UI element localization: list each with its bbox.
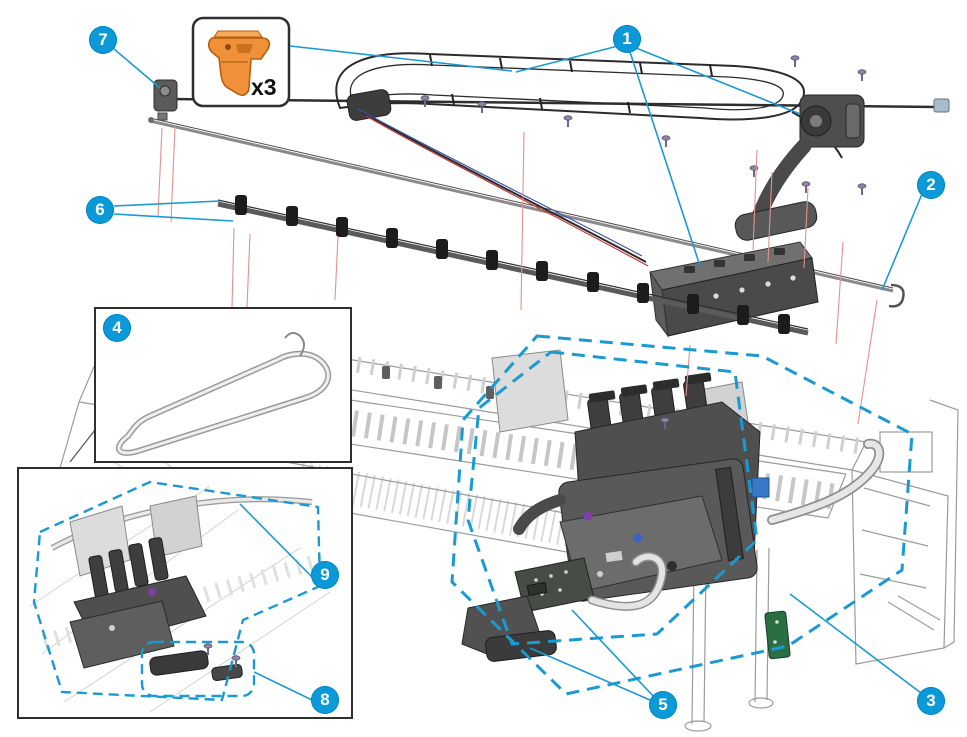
callout-1: 1 (613, 25, 641, 53)
carriage-assembly-drawing (491, 349, 761, 602)
callout-6: 6 (86, 196, 114, 224)
callout-2: 2 (917, 171, 945, 199)
encoder-strip-drawing (217, 195, 809, 336)
dashed-region-outlines (450, 334, 914, 696)
dashed-region-inner (466, 350, 759, 646)
callout-leader-lines (113, 45, 923, 701)
callout-3: 3 (917, 687, 945, 715)
inset-box-carriage (17, 467, 353, 719)
rod-end-connector (933, 98, 950, 113)
inset-box-belt (69, 307, 352, 463)
screw-icons (420, 54, 867, 196)
dashed-region-outer (450, 334, 914, 696)
orange-clip-part (207, 30, 271, 96)
callout-7: 7 (89, 26, 117, 54)
clip-quantity-box (191, 16, 291, 108)
ink-supply-station-drawing (649, 241, 819, 338)
callout-9: 9 (311, 561, 339, 589)
quantity-label: x3 (251, 74, 277, 100)
carriage-top-drawing (734, 94, 865, 241)
callout-8: 8 (311, 686, 339, 714)
pca-and-cutter-drawing (461, 552, 667, 662)
callout-5: 5 (649, 691, 677, 719)
exploded-parts-drawing (148, 52, 950, 338)
reference-lines (157, 125, 878, 425)
callout-4: 4 (103, 314, 131, 342)
